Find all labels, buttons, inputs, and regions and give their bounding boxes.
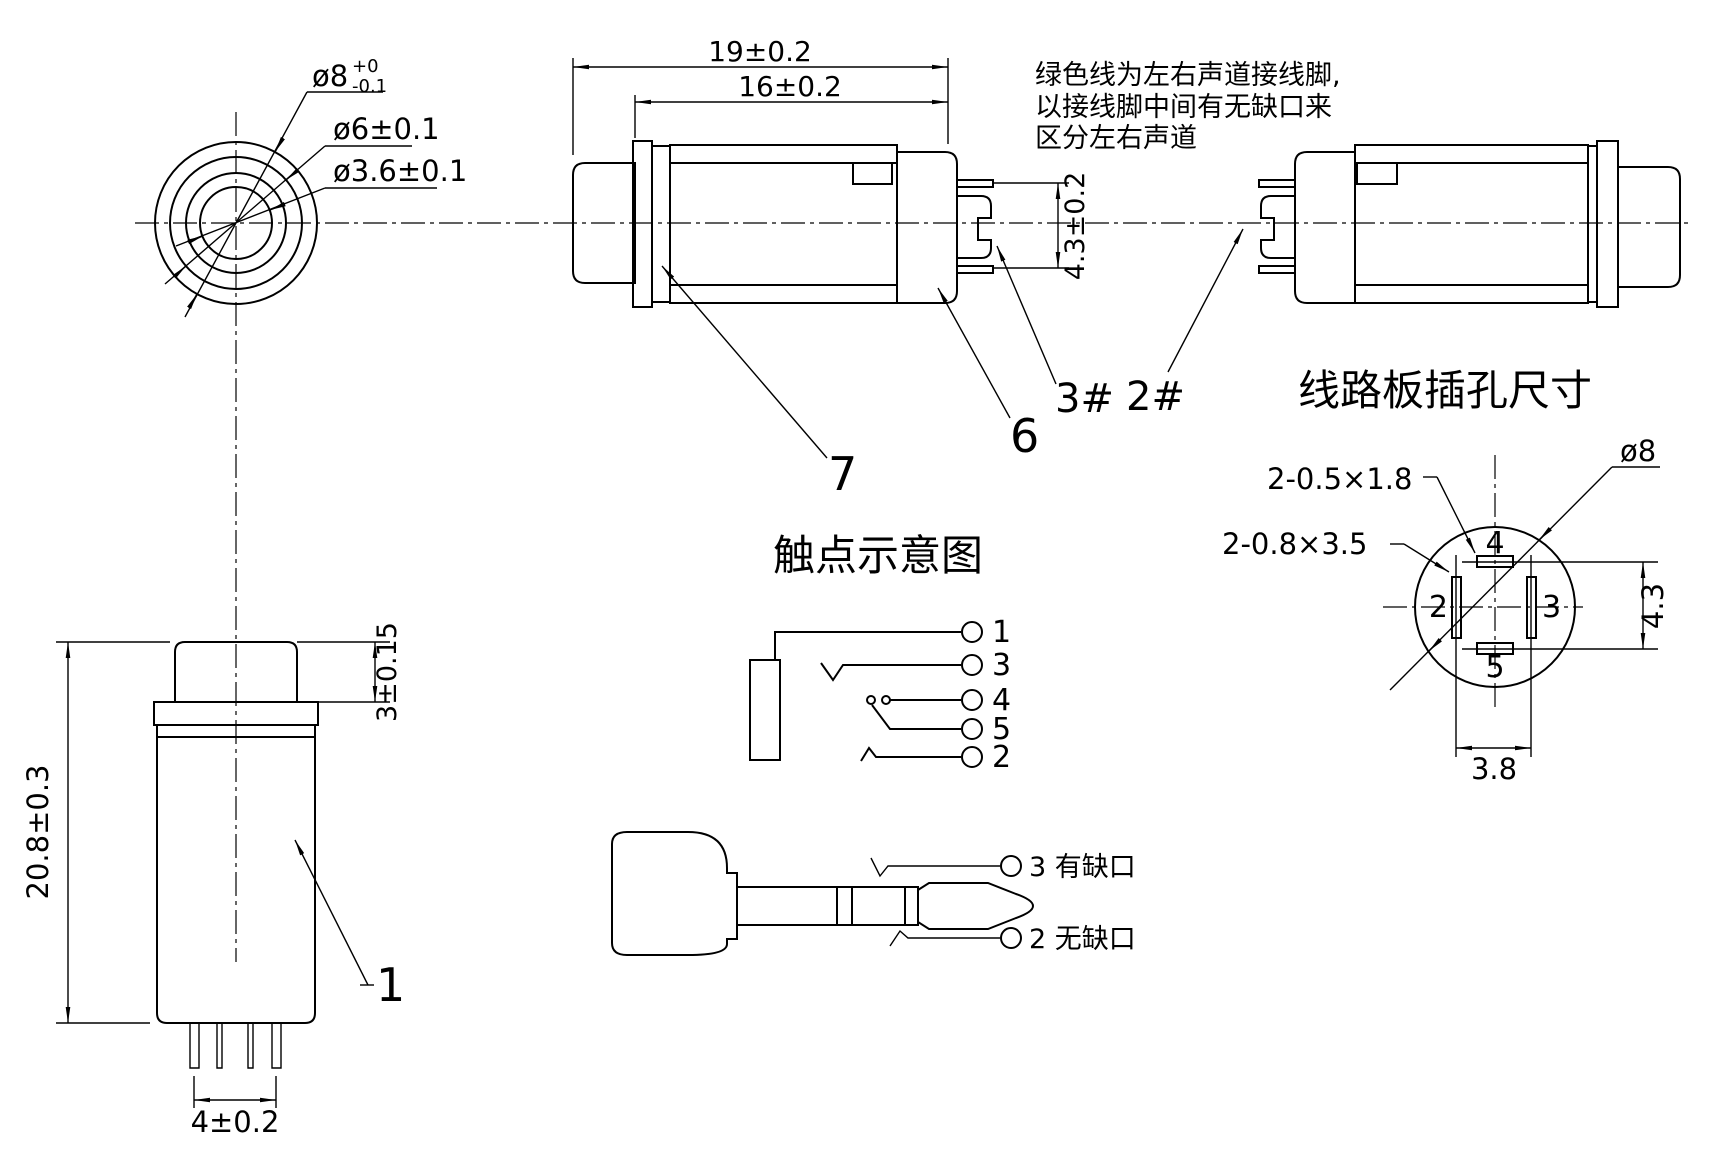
jack-pin-connector-right (1260, 195, 1296, 259)
dia-outer-tol-bot: -0.1 (352, 76, 387, 97)
jack-cap-front (174, 641, 298, 703)
dim-total-length: 19±0.2 (708, 35, 812, 68)
jack-pin-connector (956, 195, 992, 259)
solder-pin (247, 1023, 254, 1069)
solder-pin (216, 1023, 223, 1069)
schematic-wire-5 (871, 704, 961, 730)
jack-mount-block (896, 151, 958, 304)
solder-pin (189, 1023, 200, 1069)
leader-label-3hash: 3# (1055, 376, 1114, 422)
jack-tube-side (669, 144, 898, 304)
pcb-pin4-label: 4 (1485, 526, 1504, 561)
leader-label-7: 7 (828, 447, 857, 501)
dia-outer-label: ø8 (312, 59, 348, 93)
pcb-slot-pin3 (1526, 576, 1537, 639)
note-line-2: 以接线脚中间有无缺口来 (1035, 92, 1332, 123)
pcb-pin5-label: 5 (1485, 650, 1504, 685)
schematic-title: 触点示意图 (773, 531, 983, 580)
dim-overall-height: 20.8±0.3 (21, 765, 55, 900)
dim-cap-height: 3±0.15 (372, 622, 403, 722)
leader-label-1: 1 (376, 958, 405, 1012)
jack-tube-right (1354, 144, 1589, 304)
schematic-pin3-label: 3 (992, 648, 1011, 683)
note-text: 绿色线为左右声道接线脚, 以接线脚中间有无缺口来 区分左右声道 (1035, 60, 1341, 154)
dia-cap-label: ø6±0.1 (333, 112, 440, 146)
schematic-wire-2 (860, 746, 961, 762)
leader-label-6: 6 (1010, 409, 1039, 463)
dia-outer-tol-top: +0 (352, 56, 379, 77)
jack-flange-right (1596, 140, 1619, 308)
plug-tip (917, 882, 1035, 930)
dim-body-length: 16±0.2 (738, 70, 842, 103)
plug-insulator-band (904, 886, 919, 926)
leader-label-2hash: 2# (1126, 374, 1185, 420)
dia-hole-label: ø3.6±0.1 (333, 154, 467, 188)
schematic-wire-3 (820, 662, 961, 682)
front-view: ø8 +0 -0.1 ø6±0.1 ø3.6±0.1 (154, 56, 467, 318)
schematic-pin2-label: 2 (992, 740, 1011, 775)
plug-view: 3 有缺口 2 无缺口 (611, 831, 1136, 956)
jack-mount-block-right (1294, 151, 1356, 304)
contact-schematic: 触点示意图 1 3 4 5 2 (749, 531, 1011, 775)
pcb-dim-vertical: 4.3 (1636, 583, 1670, 629)
schematic-sleeve-contact (749, 659, 781, 761)
note-line-3: 区分左右声道 (1035, 123, 1197, 154)
pcb-dim-horizontal: 3.8 (1471, 752, 1517, 786)
schematic-pin5-label: 5 (992, 712, 1011, 747)
jack-cap-right (1617, 166, 1681, 288)
pcb-view-title: 线路板插孔尺寸 (1298, 366, 1592, 415)
solder-pin (271, 1023, 282, 1069)
plug-ring-leader (870, 857, 1000, 878)
plug-ring-label: 3 有缺口 (1029, 852, 1136, 883)
pcb-hole-view: 线路板插孔尺寸 4 2 3 5 ø8 2-0.5×1.8 2-0.8×3.5 4… (1222, 366, 1670, 786)
pcb-slot-small-spec: 2-0.5×1.8 (1267, 462, 1412, 496)
pcb-slot-big-spec: 2-0.8×3.5 (1222, 527, 1367, 561)
schematic-pin1-label: 1 (992, 615, 1011, 650)
pcb-slot-pin5 (1476, 642, 1514, 655)
jack-cap-side (572, 162, 636, 284)
pcb-pin2-label: 2 (1429, 590, 1448, 625)
dim-pin-span: 4±0.2 (191, 1105, 280, 1139)
dim-pin-height: 4.3±0.2 (1060, 172, 1091, 281)
pcb-slot-pin2 (1451, 576, 1462, 639)
vertical-view: 20.8±0.3 3±0.15 4±0.2 1 (21, 622, 405, 1139)
pcb-dia-label: ø8 (1620, 434, 1656, 468)
schematic-pin4-label: 4 (992, 683, 1011, 718)
side-view-right (1258, 140, 1681, 308)
pcb-slot-pin4 (1476, 555, 1514, 568)
centerlines (135, 112, 1688, 962)
jack-body-front (156, 736, 316, 1024)
plug-handle (611, 831, 738, 956)
plug-tip-label: 2 无缺口 (1029, 924, 1136, 955)
note-line-1: 绿色线为左右声道接线脚, (1035, 60, 1341, 91)
schematic-wire-1 (774, 631, 961, 660)
pcb-pin3-label: 3 (1542, 590, 1561, 625)
plug-insulator-band (836, 886, 853, 926)
plug-tip-leader (889, 929, 1000, 947)
side-view-left: 19±0.2 16±0.2 4.3±0.2 7 6 3# 2# (572, 35, 1244, 501)
